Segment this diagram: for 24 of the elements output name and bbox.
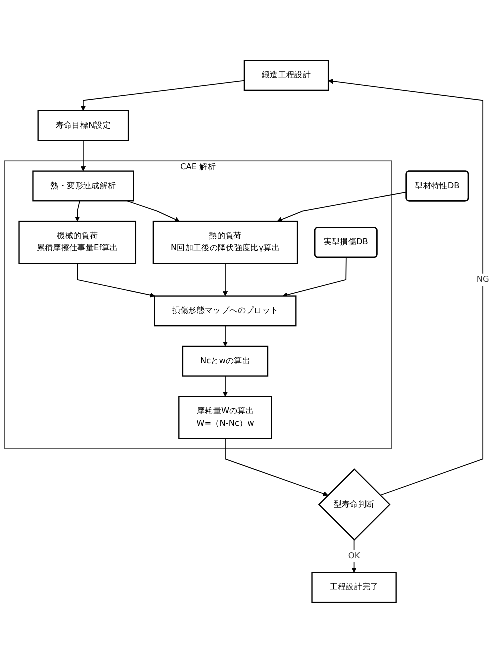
arrow [80, 140, 86, 172]
arrow [75, 200, 80, 222]
node-box: 機械的負荷 累積摩擦仕事量Ef算出 [18, 220, 137, 264]
node-box: 寿命目標N設定 [38, 110, 130, 142]
arrow [282, 257, 347, 298]
node-box: 熱・変形連成解析 [32, 170, 134, 202]
node-box: 工程設計完了 [312, 572, 397, 604]
arrow [225, 438, 328, 496]
arrow [126, 200, 180, 222]
node-box: 鍛造工程設計 [244, 60, 330, 91]
node-diamond: 型寿命判断 [318, 468, 391, 541]
arrow [222, 263, 228, 296]
arrow [222, 376, 228, 397]
arrow [222, 326, 228, 347]
arrow [328, 78, 484, 496]
node-box: 摩耗量Wの算出 W=（N-Nc）w [178, 396, 272, 440]
arrow [80, 80, 245, 112]
edge-label: OK [348, 551, 360, 561]
node-box: Ncとwの算出 [182, 346, 269, 377]
node-box: 損傷形態マップへのプロット [154, 296, 297, 327]
arrow [277, 192, 408, 222]
edge-label: NG [476, 274, 490, 284]
arrow [77, 263, 156, 298]
node-box: 熱的負荷 N回加工後の降伏強度比γ算出 [152, 220, 298, 264]
